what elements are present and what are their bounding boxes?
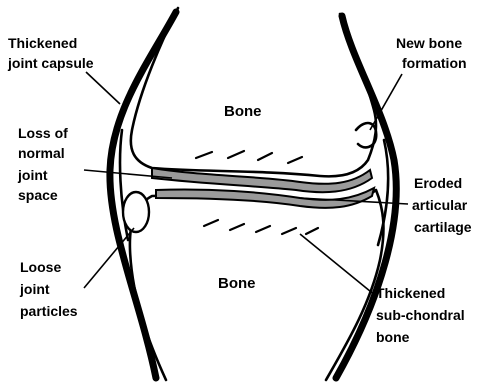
label-line: space — [18, 187, 58, 203]
label-line: joint capsule — [7, 55, 94, 71]
label-line: articular — [412, 197, 468, 213]
label-line: joint — [17, 167, 48, 183]
label-line: Loose — [20, 259, 61, 275]
label-line: New bone — [396, 35, 462, 51]
new-bone-formation-shape — [356, 123, 376, 147]
label-line: particles — [20, 303, 78, 319]
label-line: Thickened — [376, 285, 445, 301]
label-loose-joint-particles: Loose joint particles — [19, 259, 78, 319]
label-thickened-joint-capsule: Thickened joint capsule — [7, 35, 94, 71]
label-line: Eroded — [414, 175, 462, 191]
label-loss-of-normal-joint-space: Loss of normal joint space — [17, 125, 72, 203]
lower-subchondral-marks — [204, 220, 318, 234]
upper-bone-label: Bone — [224, 103, 262, 120]
label-line: sub-chondral — [376, 307, 465, 323]
label-line: bone — [376, 329, 410, 345]
label-line: cartilage — [414, 219, 472, 235]
lower-bone-outline — [130, 190, 384, 380]
joint-capsule-inner-right — [378, 140, 388, 245]
upper-subchondral-marks — [196, 151, 302, 163]
label-line: Thickened — [8, 35, 77, 51]
label-line: normal — [18, 145, 65, 161]
loose-joint-particle — [123, 192, 149, 232]
lower-bone-label: Bone — [218, 275, 256, 292]
leader-thickened-sub-chondral-bone — [300, 234, 376, 296]
label-line: Loss of — [18, 125, 68, 141]
label-thickened-sub-chondral-bone: Thickened sub-chondral bone — [376, 285, 469, 345]
label-eroded-articular-cartilage: Eroded articular cartilage — [412, 175, 472, 235]
label-line: joint — [19, 281, 50, 297]
leader-thickened-joint-capsule — [86, 72, 120, 104]
label-new-bone-formation: New bone formation — [396, 35, 467, 71]
label-line: formation — [402, 55, 467, 71]
